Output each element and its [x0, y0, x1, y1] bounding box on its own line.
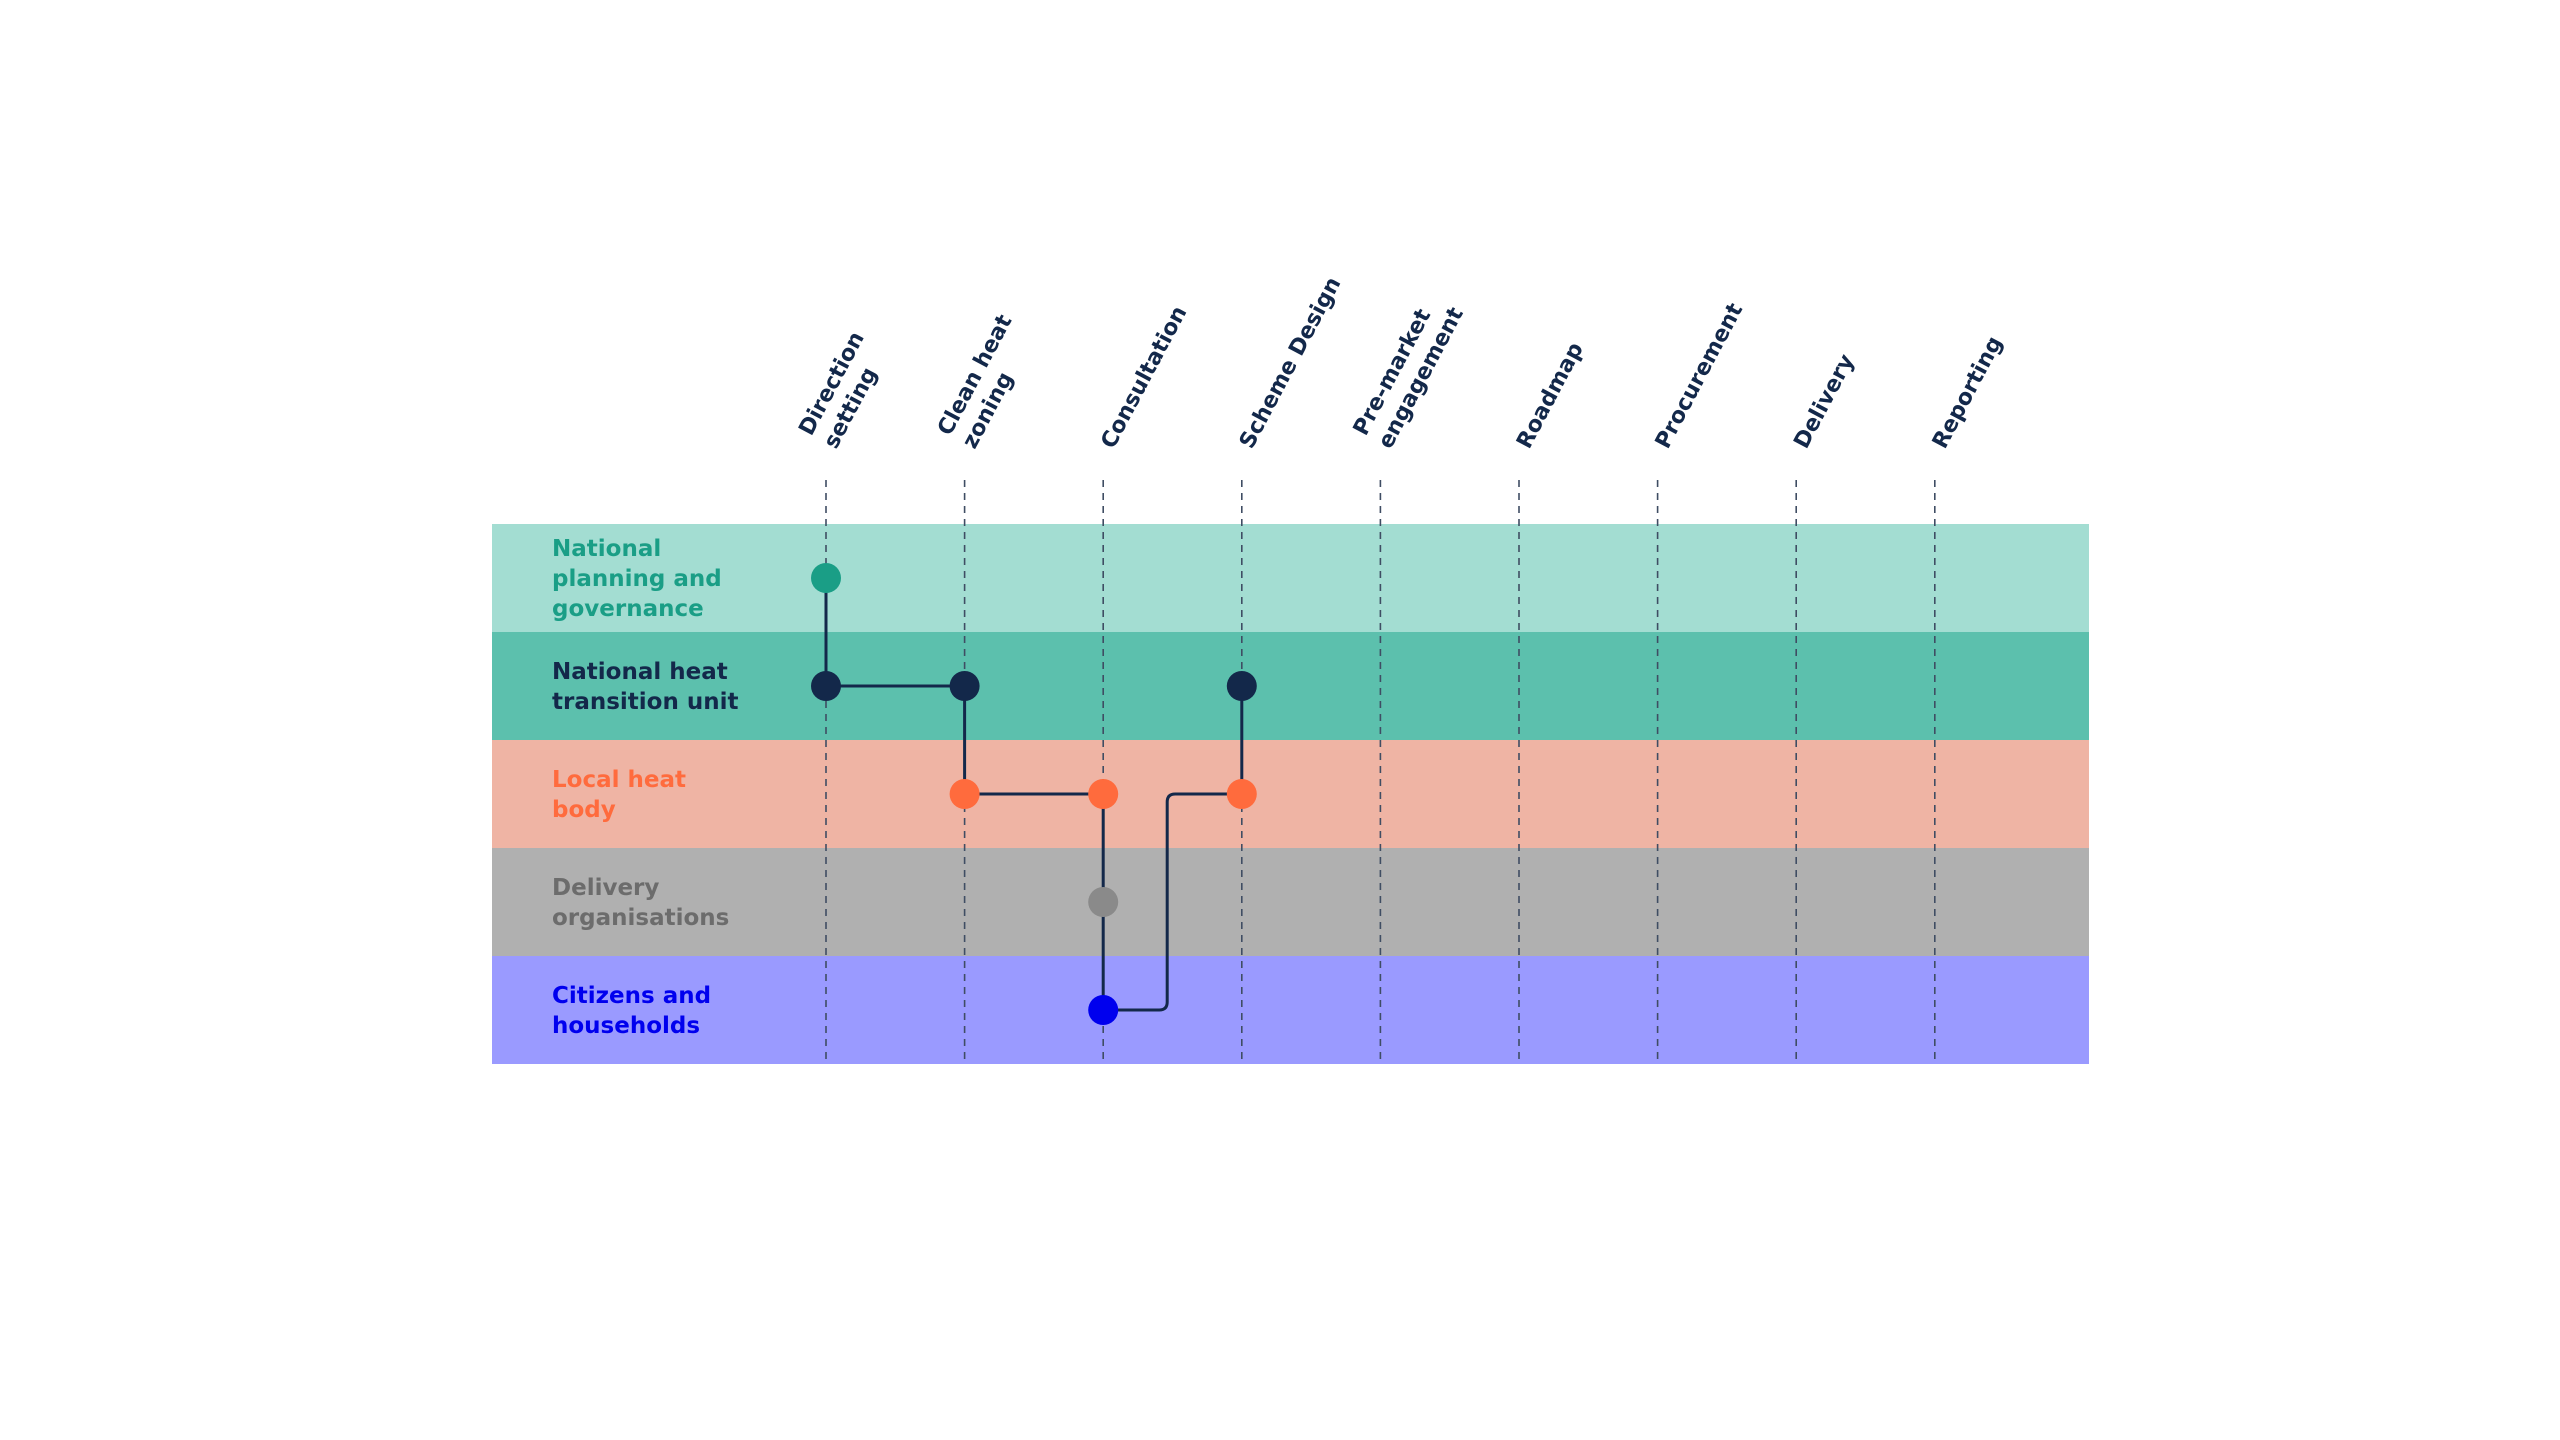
- stage-label-line: Delivery: [1789, 350, 1859, 452]
- stage-label-reporting: Reporting: [1928, 332, 2008, 452]
- stage-label-line: Consultation: [1096, 302, 1192, 453]
- node-national-planning-direction-setting: [811, 563, 841, 593]
- lane-label-line: organisations: [552, 905, 729, 931]
- stage-label-consultation: Consultation: [1096, 302, 1192, 453]
- lane-label-national-planning: National planning and governance: [552, 536, 722, 622]
- stage-label-direction-setting: Directionsetting: [795, 328, 895, 453]
- lane-bands: [492, 524, 2089, 1064]
- stage-label-text: Clean heatzoning: [933, 310, 1042, 452]
- lane-label-line: governance: [552, 596, 704, 622]
- stage-label-procurement: Procurement: [1651, 299, 1749, 453]
- lane-label-delivery-orgs: Delivery organisations: [552, 875, 729, 931]
- lane-label-line: National heat: [552, 659, 728, 685]
- stage-label-text: Pre-marketengagement: [1349, 290, 1469, 453]
- stage-label-pre-market-engagement: Pre-marketengagement: [1349, 290, 1469, 453]
- lane-label-line: National: [552, 536, 661, 562]
- stage-gridlines: [825, 480, 1936, 1063]
- stage-labels: Directionsetting Clean heatzoning Consulta…: [795, 273, 2008, 453]
- node-local-heat-body-clean-heat-zoning: [949, 779, 980, 809]
- stage-label-text: Directionsetting: [795, 328, 895, 453]
- lane-band-citizens: [492, 956, 2089, 1064]
- lane-label-line: households: [552, 1013, 700, 1039]
- lane-label-local-heat-body: Local heat body: [552, 767, 686, 823]
- stage-label-line: Procurement: [1651, 299, 1749, 453]
- stage-label-roadmap: Roadmap: [1512, 339, 1589, 453]
- stage-label-text: Reporting: [1928, 332, 2008, 452]
- stage-label-line: Reporting: [1928, 332, 2008, 452]
- node-local-heat-body-consultation: [1088, 779, 1119, 809]
- node-delivery-orgs-consultation: [1088, 887, 1119, 917]
- stage-nodes: [811, 563, 1257, 1025]
- lane-label-line: Local heat: [552, 767, 686, 793]
- node-national-heat-unit-clean-heat-zoning: [949, 671, 980, 701]
- stage-label-text: Roadmap: [1512, 339, 1589, 453]
- node-citizens-consultation: [1088, 995, 1119, 1025]
- lane-band-delivery-orgs: [492, 848, 2089, 956]
- lane-band-national-planning: [492, 524, 2089, 632]
- stage-label-text: Consultation: [1096, 302, 1192, 453]
- stage-label-line: Roadmap: [1512, 339, 1589, 453]
- stage-label-text: Delivery: [1789, 350, 1859, 452]
- connector-lines: [824, 578, 1244, 1012]
- lane-label-line: Delivery: [552, 875, 659, 901]
- node-national-heat-unit-scheme-design: [1226, 671, 1257, 701]
- stage-label-text: Procurement: [1651, 299, 1749, 453]
- lane-label-national-heat-unit: National heat transition unit: [552, 659, 739, 715]
- stage-label-scheme-design: Scheme Design: [1235, 273, 1346, 453]
- lane-band-national-heat-unit: [492, 632, 2089, 740]
- lane-label-line: transition unit: [552, 689, 739, 715]
- stage-label-line: Scheme Design: [1235, 273, 1346, 453]
- lane-label-line: body: [552, 797, 616, 823]
- node-local-heat-body-scheme-design: [1226, 779, 1257, 809]
- stage-label-text: Scheme Design: [1235, 273, 1346, 453]
- connector-n7-n8: [1103, 792, 1242, 1012]
- lane-label-citizens: Citizens and households: [552, 983, 711, 1039]
- node-national-heat-unit-direction-setting: [811, 671, 841, 701]
- lane-label-line: planning and: [552, 566, 722, 592]
- stage-label-delivery: Delivery: [1789, 350, 1859, 452]
- lane-band-local-heat-body: [492, 740, 2089, 848]
- lane-label-line: Citizens and: [552, 983, 711, 1009]
- stage-label-clean-heat-zoning: Clean heatzoning: [933, 310, 1042, 452]
